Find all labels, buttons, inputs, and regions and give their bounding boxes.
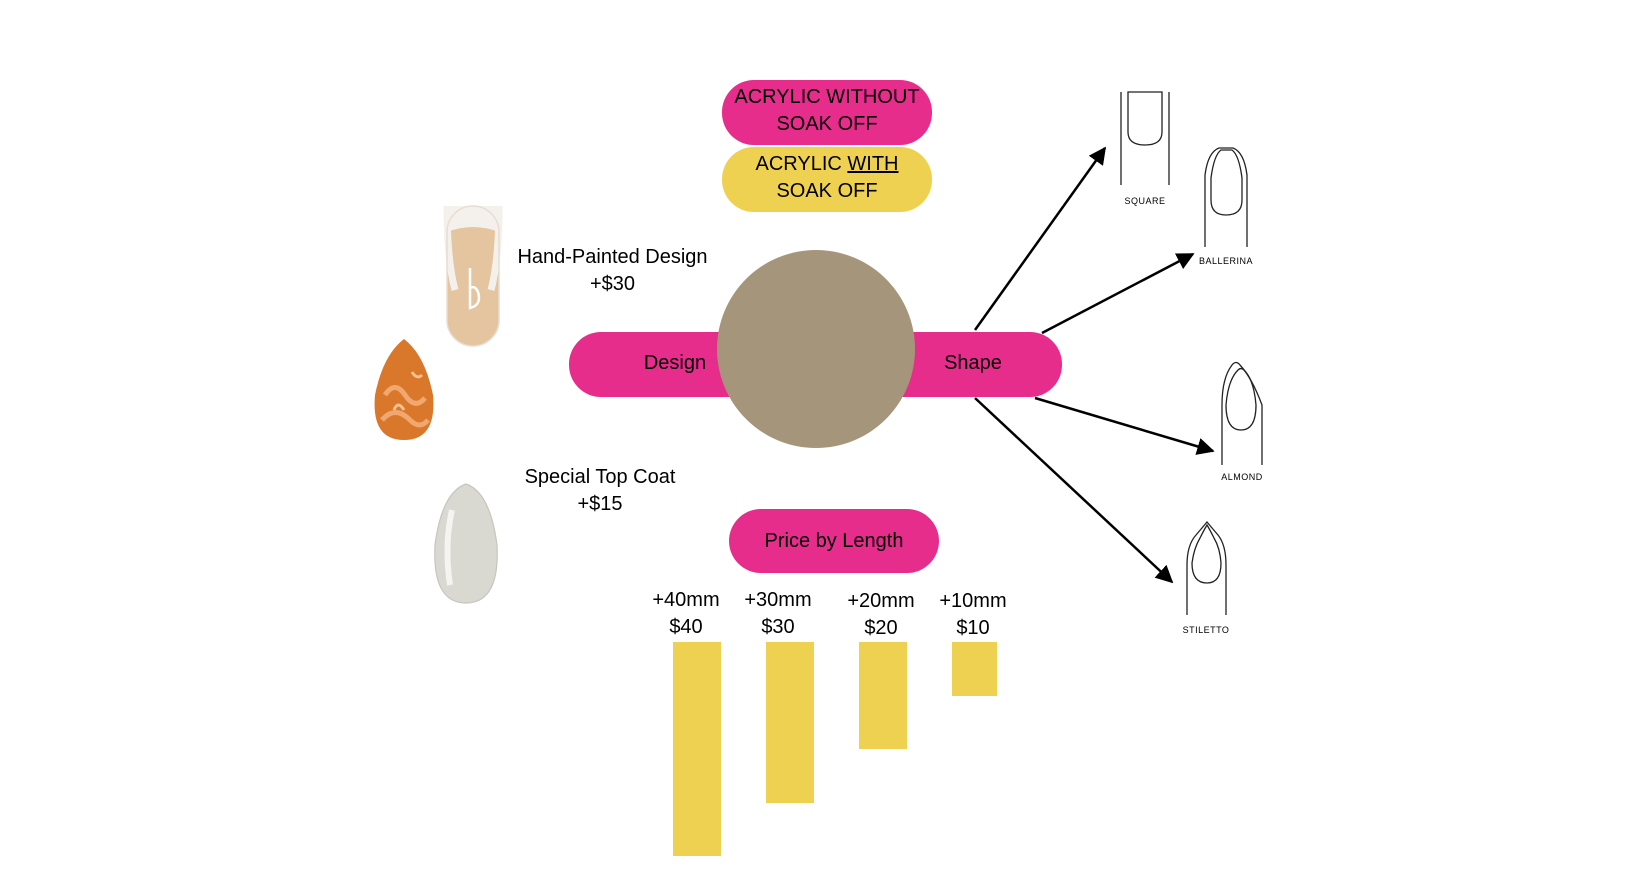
option-line1: ACRYLIC WITHOUT: [734, 86, 920, 108]
arrow-to-square: [973, 146, 1107, 331]
shape-label[interactable]: Shape: [944, 352, 1002, 374]
hand-painted-nail-icon: [443, 205, 503, 347]
price-label: $20: [864, 617, 898, 639]
arrow-to-stiletto: [974, 397, 1174, 584]
hand-painted-design-text: Hand-Painted Design +$30: [500, 244, 725, 298]
price-by-length-title: Price by Length: [729, 509, 939, 573]
arrow-to-ballerina: [1041, 252, 1195, 335]
with-underlined: WITH: [847, 153, 899, 175]
length-bar: [766, 642, 814, 803]
shape-label-almond: ALMOND: [1221, 472, 1263, 482]
arrow-to-almond: [1034, 396, 1215, 455]
length-bar: [673, 642, 721, 856]
ballerina-nail-icon: [1204, 147, 1248, 247]
design-option-name: Special Top Coat: [524, 466, 676, 488]
design-option-name: Hand-Painted Design: [517, 246, 708, 268]
shape-label-ballerina: BALLERINA: [1198, 256, 1254, 266]
length-label: +40mm: [652, 589, 720, 611]
option-line2: SOAK OFF: [776, 180, 878, 202]
almond-nail-icon: [1221, 361, 1263, 465]
length-bar: [859, 642, 907, 749]
length-label: +10mm: [939, 590, 1007, 612]
stiletto-nail-icon: [1186, 520, 1227, 615]
option-line1: ACRYLIC WITH: [755, 153, 899, 175]
price-label: $10: [956, 617, 990, 639]
length-label: +20mm: [847, 590, 915, 612]
center-circle: [717, 250, 915, 448]
design-option-price: +$30: [589, 273, 636, 295]
special-top-coat-text: Special Top Coat +$15: [500, 464, 700, 518]
price-label: $40: [669, 616, 703, 638]
orange-design-nail-icon: [374, 339, 434, 440]
length-bar: [952, 642, 997, 696]
acrylic-without-soak-off-option[interactable]: ACRYLIC WITHOUT SOAK OFF: [722, 80, 932, 145]
option-line2: SOAK OFF: [776, 113, 878, 135]
length-label: +30mm: [744, 589, 812, 611]
square-nail-icon: [1120, 91, 1170, 185]
acrylic-with-soak-off-option[interactable]: ACRYLIC WITH SOAK OFF: [722, 147, 932, 212]
shape-label-stiletto: STILETTO: [1182, 625, 1230, 635]
shape-label-square: SQUARE: [1124, 196, 1166, 206]
design-label[interactable]: Design: [643, 352, 707, 374]
price-label: $30: [761, 616, 795, 638]
top-coat-nail-icon: [434, 483, 498, 604]
design-option-price: +$15: [577, 493, 623, 515]
